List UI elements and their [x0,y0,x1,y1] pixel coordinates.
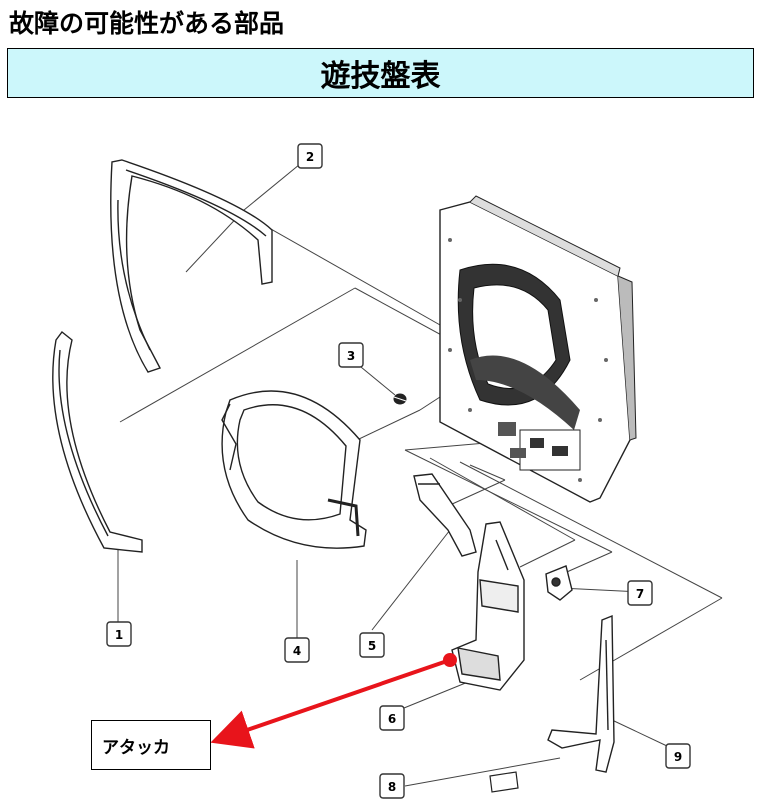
part-3-screw [393,393,407,405]
part-number-2: 2 [297,143,323,169]
part-8-plate [489,771,519,793]
svg-text:6: 6 [388,712,396,726]
attacker-callout-label: アタッカ [102,737,170,758]
attacker-callout: アタッカ [91,720,211,770]
part-1-strip [52,331,143,553]
part-5-bracket [413,473,477,557]
svg-text:5: 5 [368,639,376,653]
part-number-9: 9 [665,743,691,769]
leader-lines [117,159,723,787]
part-number-8: 8 [379,773,405,799]
part-4-ring [221,390,367,549]
svg-text:3: 3 [347,349,355,363]
attacker-indicator [210,653,457,749]
svg-text:1: 1 [115,628,123,642]
part-6-attacker [451,521,525,691]
part-number-labels: 1 2 3 4 5 6 7 8 9 [106,143,691,799]
part-number-1: 1 [106,621,132,647]
part-number-4: 4 [284,637,310,663]
part-2-frame [110,159,273,373]
section-banner: 遊技盤表 [7,48,754,98]
main-board-assembly [439,195,637,503]
svg-text:2: 2 [306,150,314,164]
svg-text:4: 4 [293,644,301,658]
svg-text:9: 9 [674,750,682,764]
part-number-3: 3 [338,342,364,368]
part-7-component [545,565,573,601]
page-title: 故障の可能性がある部品 [9,9,285,38]
svg-text:7: 7 [636,587,644,601]
part-number-6: 6 [379,705,405,731]
part-number-5: 5 [359,632,385,658]
svg-text:8: 8 [388,780,396,794]
part-number-7: 7 [627,580,653,606]
section-banner-label: 遊技盤表 [320,59,441,94]
part-9-rail [547,614,615,773]
